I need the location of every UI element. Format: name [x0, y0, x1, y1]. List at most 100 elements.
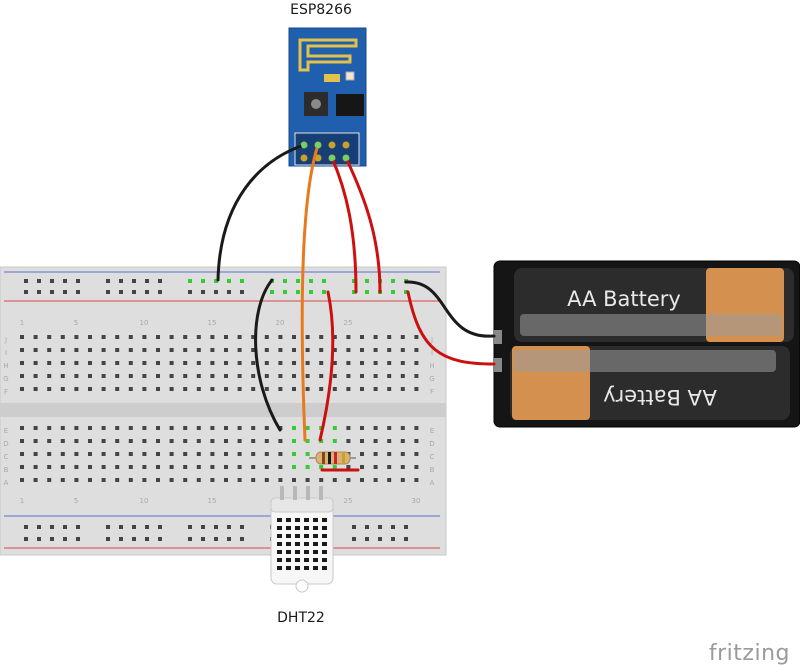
breadboard-hole-173[interactable]	[251, 374, 256, 378]
breadboard-hole-257[interactable]	[360, 452, 364, 456]
breadboard-hole-213[interactable]	[305, 374, 310, 378]
breadboard-hole-157[interactable]	[224, 452, 228, 456]
breadboard-hole-143[interactable]	[210, 374, 215, 378]
breadboard-hole-148[interactable]	[210, 465, 215, 469]
breadboard-hole-256[interactable]	[360, 439, 364, 443]
breadboard-hole-197[interactable]	[278, 452, 283, 456]
breadboard-hole-308[interactable]	[76, 279, 80, 283]
breadboard-hole-326[interactable]	[227, 279, 231, 283]
breadboard-hole-14[interactable]	[33, 387, 38, 391]
breadboard-hole-94[interactable]	[142, 387, 147, 391]
breadboard-hole-162[interactable]	[237, 361, 242, 365]
breadboard-hole-111[interactable]	[169, 348, 174, 352]
breadboard-hole-204[interactable]	[292, 387, 296, 391]
breadboard-hole-63[interactable]	[101, 374, 106, 378]
breadboard-hole-200[interactable]	[292, 335, 296, 339]
breadboard-hole-175[interactable]	[251, 426, 256, 430]
breadboard-hole-97[interactable]	[142, 452, 147, 456]
breadboard-hole-30[interactable]	[60, 335, 65, 339]
breadboard-hole-7[interactable]	[20, 452, 24, 456]
breadboard-hole-222[interactable]	[319, 361, 324, 365]
breadboard-hole-314[interactable]	[132, 279, 136, 283]
breadboard-hole-290[interactable]	[414, 335, 419, 339]
breadboard-hole-223[interactable]	[319, 374, 324, 378]
breadboard-hole-299[interactable]	[414, 478, 419, 482]
breadboard-hole-393[interactable]	[365, 537, 369, 541]
breadboard-hole-201[interactable]	[292, 348, 296, 352]
breadboard-hole-16[interactable]	[33, 439, 38, 443]
breadboard-hole-128[interactable]	[183, 465, 188, 469]
breadboard-hole-221[interactable]	[319, 348, 324, 352]
breadboard-hole-358[interactable]	[76, 525, 80, 529]
breadboard-hole-24[interactable]	[47, 387, 52, 391]
breadboard-hole-73[interactable]	[115, 374, 120, 378]
breadboard-hole-47[interactable]	[74, 452, 79, 456]
breadboard-hole-329[interactable]	[240, 290, 244, 294]
breadboard-hole-253[interactable]	[360, 374, 364, 378]
breadboard-hole-23[interactable]	[47, 374, 52, 378]
breadboard-hole-342[interactable]	[365, 279, 369, 283]
breadboard-hole-68[interactable]	[101, 465, 106, 469]
breadboard-hole-155[interactable]	[224, 426, 228, 430]
breadboard-hole-79[interactable]	[115, 478, 120, 482]
breadboard-hole-113[interactable]	[169, 374, 174, 378]
breadboard-hole-392[interactable]	[365, 525, 369, 529]
breadboard-hole-224[interactable]	[319, 387, 324, 391]
breadboard-hole-264[interactable]	[373, 387, 378, 391]
breadboard-hole-35[interactable]	[60, 426, 65, 430]
breadboard-hole-108[interactable]	[156, 465, 160, 469]
breadboard-hole-156[interactable]	[224, 439, 228, 443]
breadboard-hole-58[interactable]	[88, 465, 92, 469]
breadboard-hole-398[interactable]	[404, 525, 408, 529]
breadboard-hole-291[interactable]	[414, 348, 419, 352]
breadboard-hole-312[interactable]	[119, 279, 123, 283]
breadboard-hole-370[interactable]	[188, 525, 192, 529]
breadboard-hole-194[interactable]	[278, 387, 283, 391]
breadboard-hole-38[interactable]	[60, 465, 65, 469]
breadboard-hole-304[interactable]	[50, 279, 54, 283]
breadboard-hole-212[interactable]	[305, 361, 310, 365]
breadboard-hole-300[interactable]	[24, 279, 28, 283]
breadboard-hole-100[interactable]	[156, 335, 160, 339]
breadboard-hole-93[interactable]	[142, 374, 147, 378]
breadboard-hole-202[interactable]	[292, 361, 296, 365]
breadboard-hole-262[interactable]	[373, 361, 378, 365]
breadboard-hole-217[interactable]	[305, 452, 310, 456]
breadboard-hole-367[interactable]	[145, 537, 149, 541]
breadboard-hole-65[interactable]	[101, 426, 106, 430]
breadboard-hole-36[interactable]	[60, 439, 65, 443]
breadboard-hole-338[interactable]	[322, 279, 326, 283]
breadboard-hole-377[interactable]	[227, 537, 231, 541]
breadboard-hole-168[interactable]	[237, 465, 242, 469]
breadboard-hole-361[interactable]	[106, 537, 110, 541]
breadboard-hole-399[interactable]	[404, 537, 408, 541]
breadboard-hole-265[interactable]	[373, 426, 378, 430]
breadboard-hole-243[interactable]	[346, 374, 351, 378]
breadboard-hole-305[interactable]	[50, 290, 54, 294]
breadboard-hole-104[interactable]	[156, 387, 160, 391]
breadboard-hole-272[interactable]	[387, 361, 392, 365]
breadboard-hole-341[interactable]	[352, 290, 356, 294]
breadboard-hole-245[interactable]	[346, 426, 351, 430]
breadboard-hole-114[interactable]	[169, 387, 174, 391]
breadboard-hole-209[interactable]	[292, 478, 296, 482]
breadboard-hole-131[interactable]	[196, 348, 201, 352]
breadboard-hole-91[interactable]	[142, 348, 147, 352]
breadboard-hole-37[interactable]	[60, 452, 65, 456]
breadboard-hole-78[interactable]	[115, 465, 120, 469]
breadboard-hole-81[interactable]	[128, 348, 133, 352]
breadboard-hole-116[interactable]	[169, 439, 174, 443]
breadboard-hole-154[interactable]	[224, 387, 228, 391]
breadboard-hole-220[interactable]	[319, 335, 324, 339]
breadboard-hole-142[interactable]	[210, 361, 215, 365]
breadboard-hole-109[interactable]	[156, 478, 160, 482]
breadboard-hole-106[interactable]	[156, 439, 160, 443]
breadboard-hole-150[interactable]	[224, 335, 228, 339]
breadboard-hole-43[interactable]	[74, 374, 79, 378]
breadboard-hole-75[interactable]	[115, 426, 120, 430]
breadboard-hole-292[interactable]	[414, 361, 419, 365]
breadboard-hole-41[interactable]	[74, 348, 79, 352]
breadboard-hole-351[interactable]	[24, 537, 28, 541]
breadboard-hole-50[interactable]	[88, 335, 92, 339]
breadboard-hole-286[interactable]	[400, 439, 405, 443]
